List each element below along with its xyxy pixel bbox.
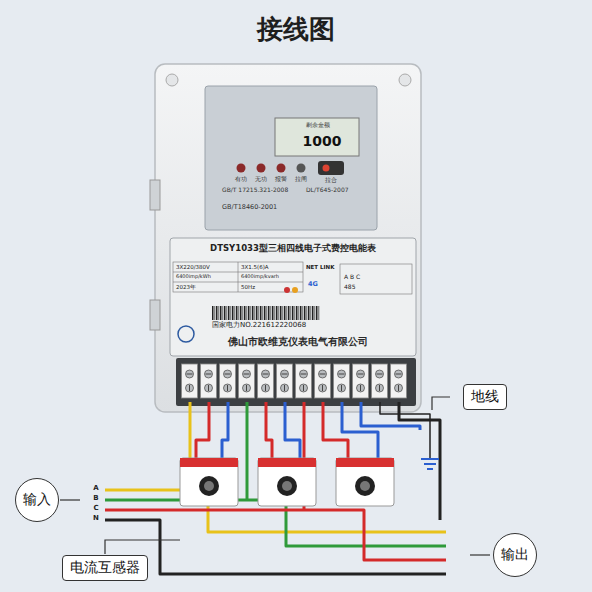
meter-text: GB/T 17215.321-2008 (222, 187, 288, 194)
lcd (275, 118, 359, 156)
terminal-block (176, 358, 416, 406)
meter-text: 1000 (303, 134, 342, 149)
meter-text: DTSY1033型三相四线电子式费控电能表 (210, 244, 376, 253)
meter-text: 6400imp/kvarh (241, 274, 279, 280)
callout-text: 输入 (23, 491, 51, 509)
meter-text: GB/T18460-2001 (222, 204, 277, 211)
meter-text: 剩余金额 (306, 122, 330, 128)
meter-text: 3X1.5(6)A (241, 264, 269, 270)
meter-text: 3X220/380V (176, 264, 210, 270)
meter-text: 2023年 (176, 284, 196, 290)
callout-circle: 输入 (15, 478, 59, 522)
meter-text: 6400imp/kWh (176, 274, 211, 280)
nameplate (170, 238, 416, 356)
meter-text: 报警 (275, 176, 287, 182)
meter-text: 无功 (255, 176, 267, 182)
meter-text: 50Hz (241, 284, 255, 290)
phase-label: B (93, 495, 98, 503)
callout-box: 电流互感器 (62, 555, 148, 581)
callout-box: 地线 (463, 384, 507, 410)
display-window (205, 86, 377, 230)
ground-symbol (421, 459, 439, 469)
meter-text: 485 (344, 284, 355, 291)
meter-text: A B C (344, 274, 360, 281)
meter-text: 国家电力NO.221612220068 (212, 322, 306, 330)
callout-text: 地线 (471, 388, 499, 406)
meter-housing (155, 64, 421, 412)
meter-text: 拉闸 (295, 176, 307, 182)
diagram-title: 接线图 (257, 12, 335, 47)
callout-circle: 输出 (493, 533, 537, 577)
callout-text: 输出 (501, 546, 529, 564)
phase-label: A (93, 485, 98, 493)
leader-line (60, 397, 490, 555)
current-transformer (180, 458, 394, 506)
meter-text: 拉合 (325, 177, 337, 183)
phase-label: C (93, 505, 98, 513)
phase-label: N (93, 515, 99, 523)
meter-text: 有功 (235, 176, 247, 182)
callout-text: 电流互感器 (70, 559, 140, 577)
wires (105, 402, 446, 574)
meter-text: 佛山市欧维克仪表电气有限公司 (228, 336, 368, 347)
meter-text: 4G (308, 281, 318, 288)
meter-text: DL/T645-2007 (306, 187, 349, 194)
meter-text: NET LINK (306, 264, 334, 270)
